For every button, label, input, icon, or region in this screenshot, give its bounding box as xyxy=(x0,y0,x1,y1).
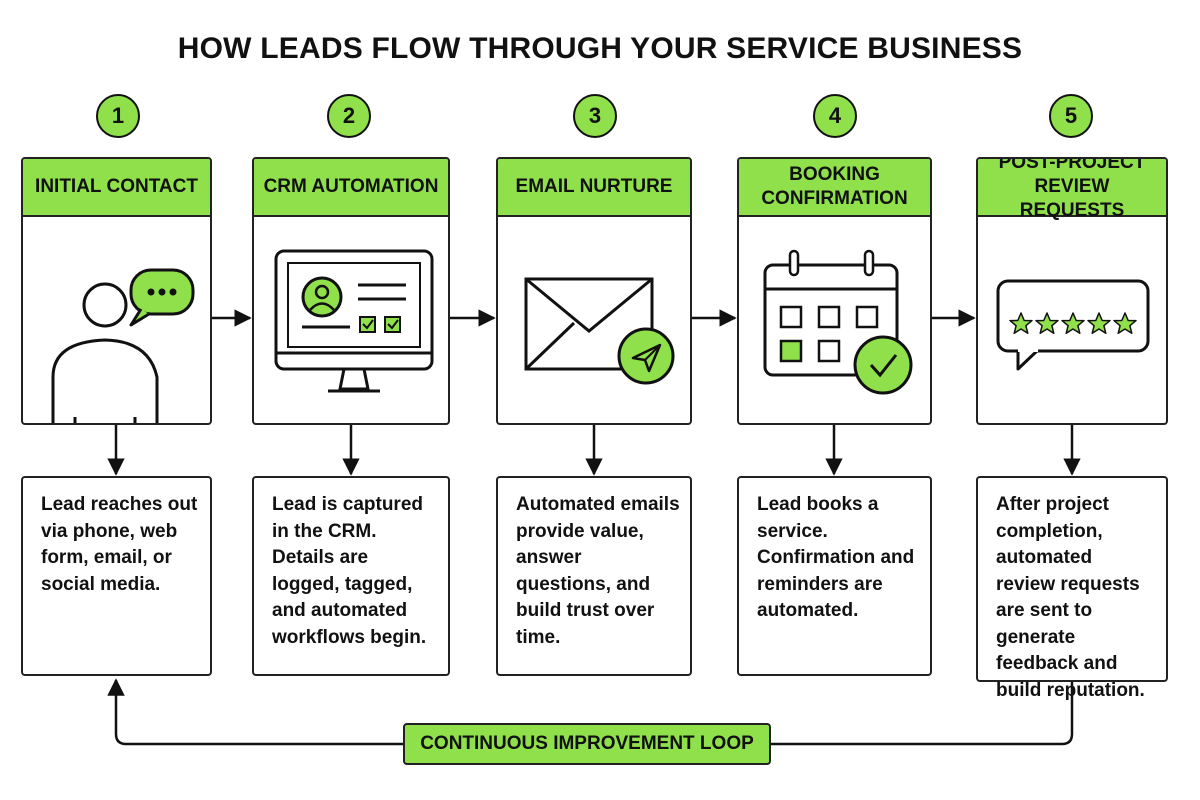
step-2-card: CRM AUTOMATION xyxy=(252,157,450,425)
step-2-description: Lead is captured in the CRM. Details are… xyxy=(252,476,450,676)
calendar-check-icon xyxy=(763,249,913,395)
step-3-number-badge: 3 xyxy=(573,94,617,138)
loop-return-line xyxy=(771,682,1074,746)
diagram-title: HOW LEADS FLOW THROUGH YOUR SERVICE BUSI… xyxy=(177,32,1023,65)
step-4-description: Lead books a service. Confirmation and r… xyxy=(737,476,932,676)
step-5-label: POST-PROJECT REVIEW REQUESTS xyxy=(978,159,1166,221)
step-5-description: After project completion, automated revi… xyxy=(976,476,1168,701)
step-3-label: EMAIL NURTURE xyxy=(498,159,690,217)
person-with-chat-bubble-icon xyxy=(51,268,195,423)
step-1-description: Lead reaches out via phone, web form, em… xyxy=(21,476,212,676)
step-1-label: INITIAL CONTACT xyxy=(23,159,210,217)
step-3-card: EMAIL NURTURE xyxy=(496,157,692,425)
loop-return-arrow xyxy=(107,678,403,746)
step-5-card: POST-PROJECT REVIEW REQUESTS xyxy=(976,157,1168,425)
envelope-send-icon xyxy=(524,277,675,385)
five-star-review-icon xyxy=(996,279,1150,371)
step-2-label: CRM AUTOMATION xyxy=(254,159,448,217)
step-5-number-badge: 5 xyxy=(1049,94,1093,138)
step-1-card: INITIAL CONTACT xyxy=(21,157,212,425)
continuous-improvement-loop-label: CONTINUOUS IMPROVEMENT LOOP xyxy=(403,723,771,765)
step-1-number-badge: 1 xyxy=(96,94,140,138)
step-4-number-badge: 4 xyxy=(813,94,857,138)
step-4-label: BOOKING CONFIRMATION xyxy=(739,159,930,217)
step-4-card: BOOKING CONFIRMATION xyxy=(737,157,932,425)
step-3-description: Automated emails provide value, answer q… xyxy=(496,476,692,676)
computer-monitor-crm-icon xyxy=(274,249,434,393)
step-2-number-badge: 2 xyxy=(327,94,371,138)
